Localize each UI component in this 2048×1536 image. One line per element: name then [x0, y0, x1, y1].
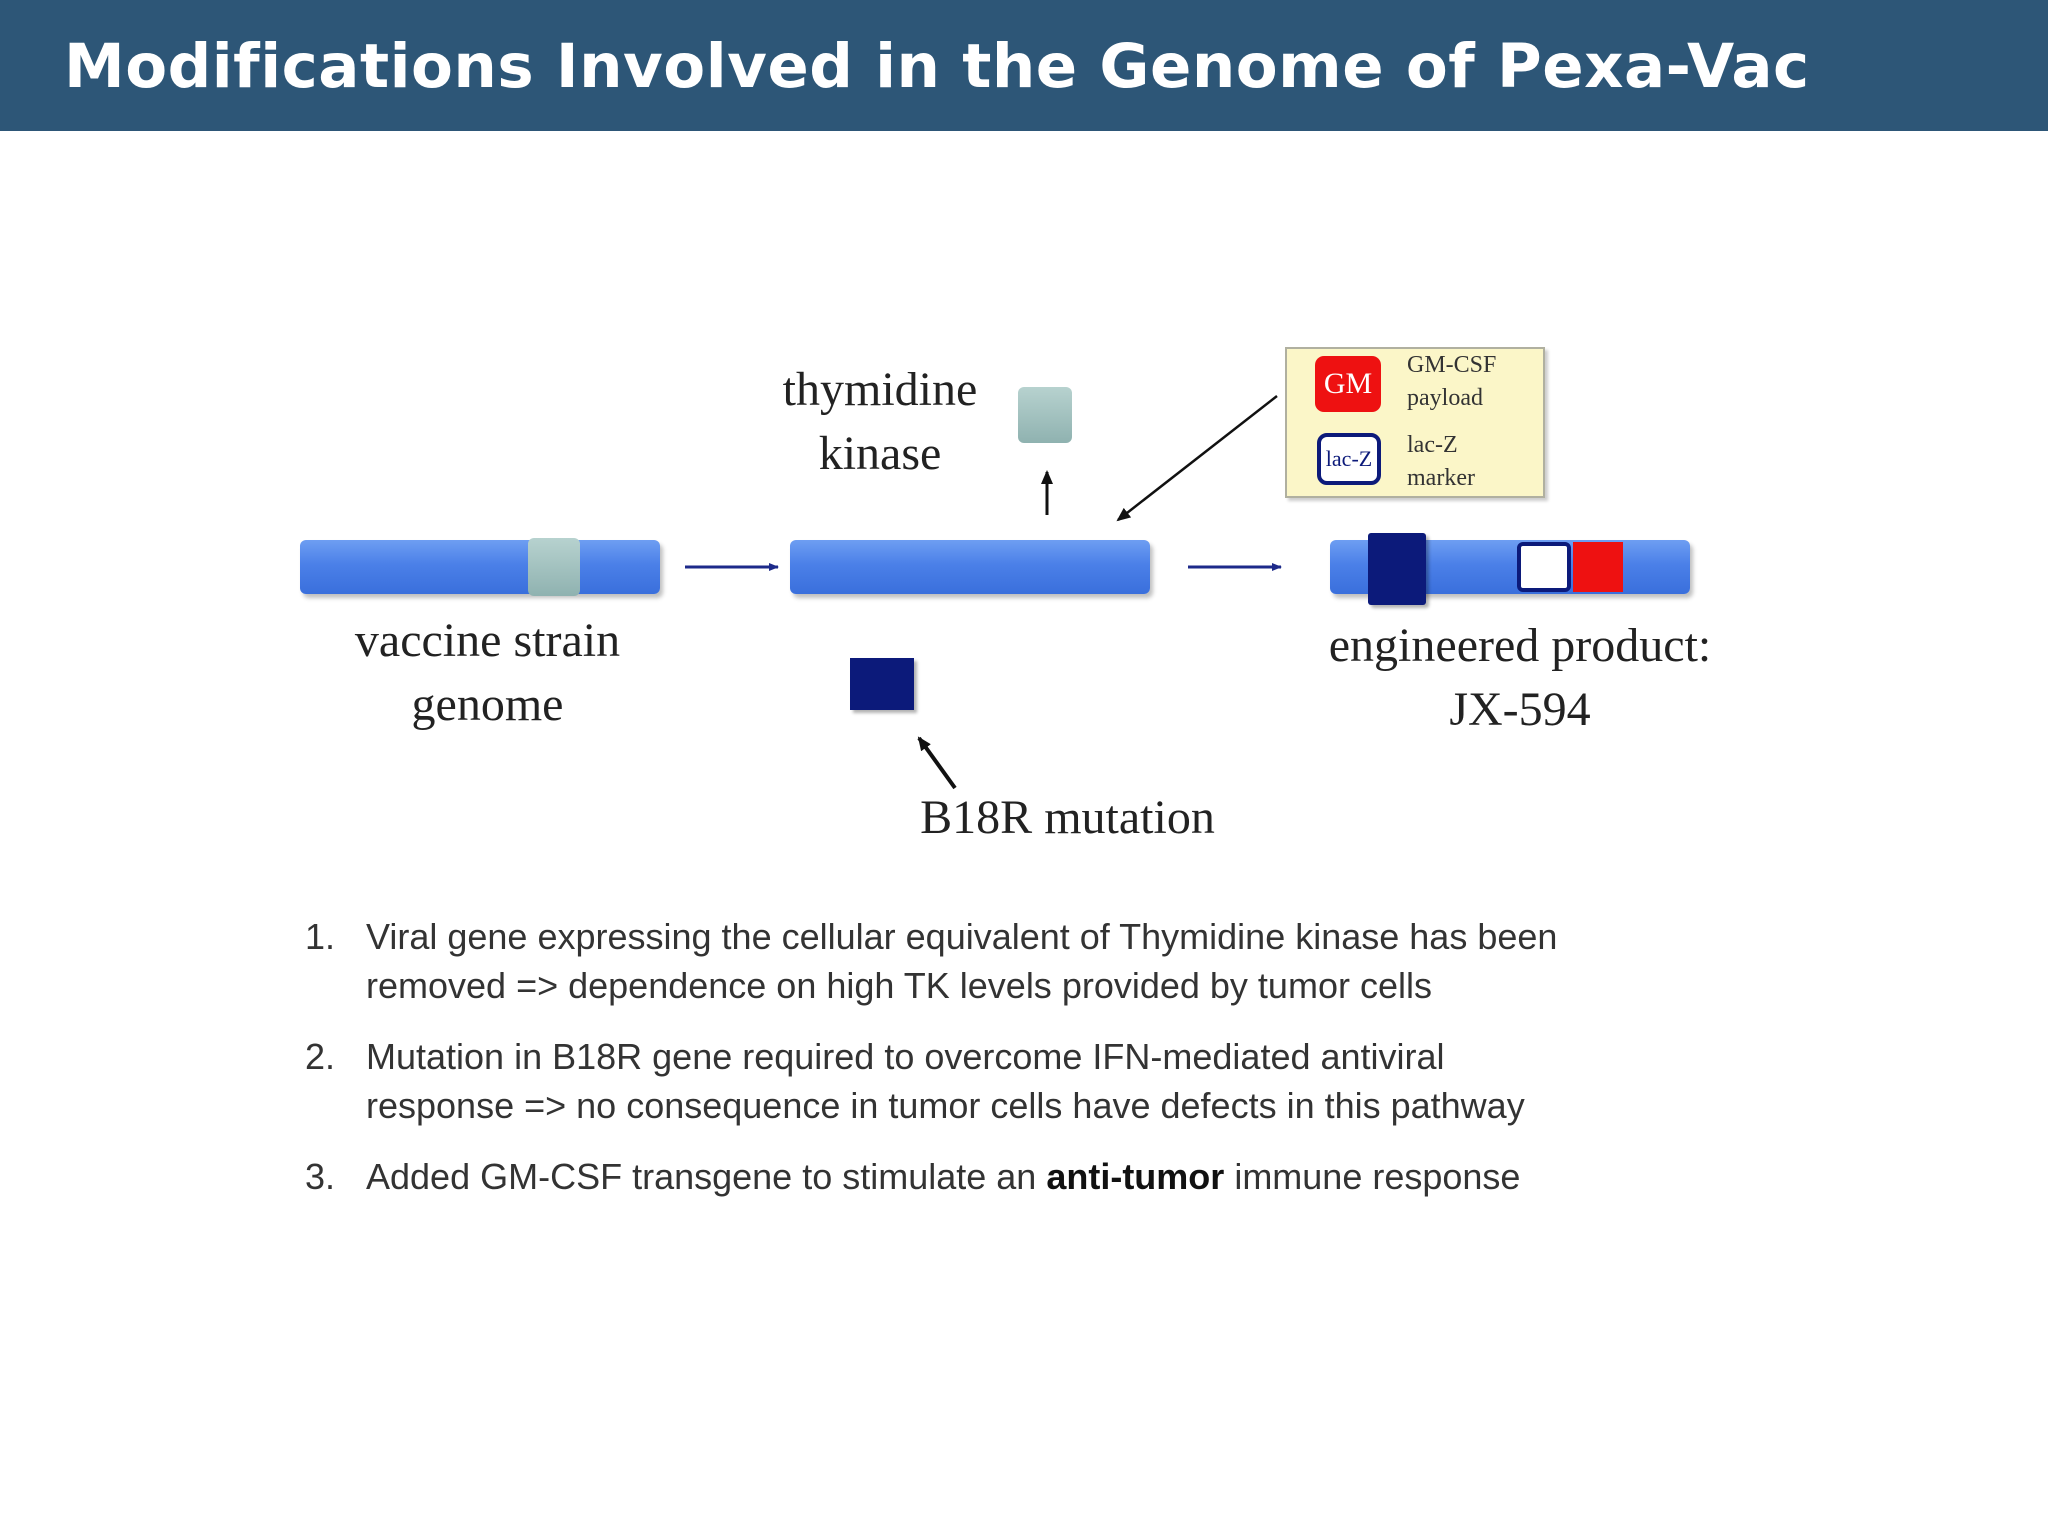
label-line: thymidine: [782, 363, 978, 416]
thymidine-kinase-label: thymidine kinase: [740, 358, 1020, 486]
removed-tk-block: [1018, 387, 1072, 443]
list-number: 1.: [305, 916, 336, 957]
lacz-segment: [1517, 542, 1571, 592]
label-line: kinase: [818, 427, 942, 480]
vaccine-genome-bar: [300, 540, 660, 594]
vaccine-strain-label: vaccine strain genome: [300, 609, 675, 737]
gm-csf-segment: [1573, 542, 1623, 592]
list-line: removed => dependence on high TK levels …: [366, 965, 1432, 1006]
list-number: 2.: [305, 1036, 336, 1077]
list-line: Mutation in B18R gene required to overco…: [366, 1036, 1445, 1077]
list-item: 2. Mutation in B18R gene required to ove…: [300, 1032, 1730, 1130]
list-emphasis: anti-tumor: [1046, 1156, 1225, 1197]
arrow-insertion: [1116, 395, 1278, 522]
legend-line: GM-CSF: [1407, 352, 1497, 378]
legend-line: payload: [1407, 385, 1483, 411]
label-line: genome: [411, 678, 564, 731]
label-line: vaccine strain: [354, 614, 621, 667]
arrow-b18r: [917, 736, 957, 790]
b18r-mutation-label: B18R mutation: [920, 791, 1215, 844]
legend-box: GM GM-CSF payload lac-Z lac-Z marker: [1285, 347, 1545, 498]
list-number: 3.: [305, 1156, 336, 1197]
legend-line: marker: [1407, 465, 1475, 491]
slide-title: Modifications Involved in the Genome of …: [64, 31, 1810, 102]
gm-swatch: GM: [1315, 356, 1381, 412]
b18r-block: [850, 658, 914, 710]
tk-gene-segment: [528, 538, 580, 596]
gm-legend-text: GM-CSF payload: [1407, 349, 1496, 415]
lacz-legend-text: lac-Z marker: [1407, 429, 1475, 495]
list-line: Viral gene expressing the cellular equiv…: [366, 916, 1558, 957]
list-text: Added GM-CSF transgene to stimulate an: [366, 1156, 1047, 1197]
legend-line: lac-Z: [1407, 432, 1458, 458]
list-item: 3. Added GM-CSF transgene to stimulate a…: [300, 1152, 1730, 1201]
b18r-segment: [1368, 533, 1426, 605]
list-text: immune response: [1224, 1156, 1521, 1197]
lacz-swatch: lac-Z: [1317, 433, 1381, 485]
label-line: JX-594: [1449, 683, 1591, 736]
label-line: engineered product:: [1328, 619, 1712, 672]
engineered-product-label: engineered product: JX-594: [1290, 614, 1750, 742]
list-line: response => no consequence in tumor cell…: [366, 1085, 1525, 1126]
list-item: 1. Viral gene expressing the cellular eq…: [300, 912, 1730, 1010]
list-line: Added GM-CSF transgene to stimulate an a…: [366, 1152, 1730, 1201]
modified-genome-bar: [790, 540, 1150, 594]
modifications-list: 1. Viral gene expressing the cellular eq…: [300, 912, 1730, 1223]
slide-header: Modifications Involved in the Genome of …: [0, 0, 2048, 131]
